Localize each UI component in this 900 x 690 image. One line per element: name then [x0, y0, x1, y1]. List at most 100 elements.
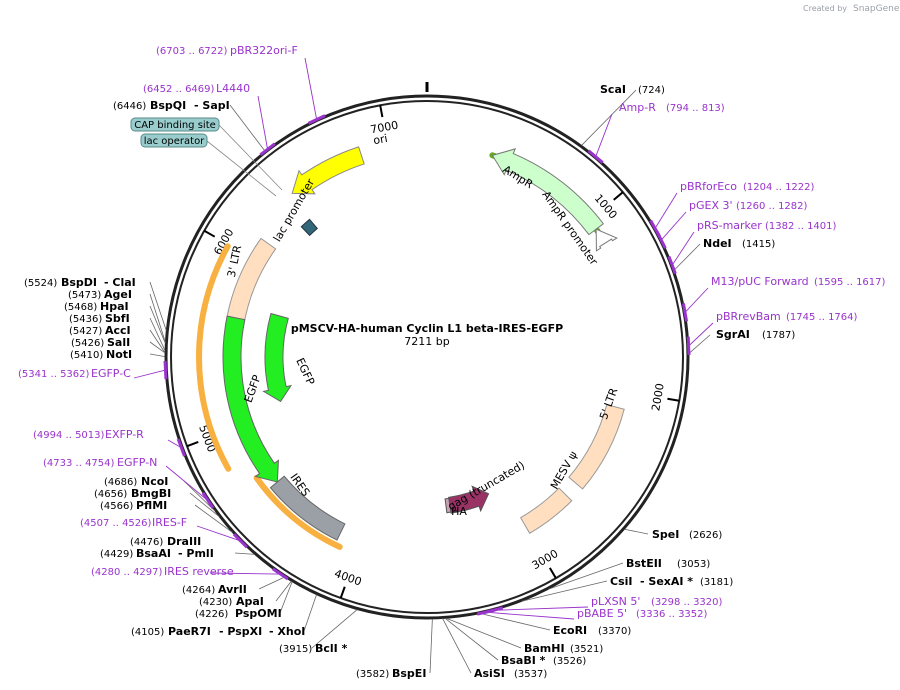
primer-m13-range: (1595 .. 1617) [814, 277, 886, 288]
enzyme-hpai-name: HpaI [100, 300, 129, 313]
primer-site-line [661, 211, 687, 241]
enzyme-noti-name: NotI [106, 348, 132, 361]
enzyme-bsabi-pos: (3526) [553, 656, 586, 667]
enzyme-acci-name: AccI [105, 324, 131, 337]
enzyme-bspdi-name: BspDI [61, 276, 97, 289]
enzyme-pflmi-pos: (4566) [100, 501, 133, 512]
ha-label: HA [451, 505, 467, 518]
egfp-outer-label: EGFP [242, 373, 264, 405]
enzyme-site-line [581, 89, 637, 146]
enzyme-site-line [149, 293, 166, 343]
enzyme-site-line [442, 618, 472, 674]
enzyme-spei-name: SpeI [652, 528, 679, 541]
enzyme-clai-name: - ClaI [104, 276, 136, 289]
enzyme-scai-pos: (724) [638, 85, 665, 96]
enzyme-xhoi-name: - XhoI [269, 625, 305, 638]
enzyme-pspxi-name: - PspXI [219, 625, 262, 638]
primer-site-line [595, 113, 613, 157]
enzyme-site-line [480, 613, 551, 631]
enzyme-site-line [149, 317, 166, 351]
primer-pbr322ori-name: pBR322ori-F [230, 44, 298, 57]
tick-mark [613, 191, 624, 201]
enzyme-bspei-name: BspEI [392, 667, 426, 680]
enzyme-paer7i-name: PaeR7I [168, 625, 211, 638]
enzyme-draiii-name: DraIII [167, 535, 201, 548]
enzyme-asisi-pos: (3537) [514, 669, 547, 680]
enzyme-acci-pos: (5427) [69, 326, 102, 337]
enzyme-apai-pos: (4230) [199, 597, 232, 608]
primer-binding-mark [587, 149, 604, 164]
enzyme-sali-pos: (5426) [71, 338, 104, 349]
primer-pbabe-range: (3336 .. 3352) [636, 609, 708, 620]
enzyme-draiii-pos: (4476) [130, 537, 163, 548]
primer-binding-mark [686, 336, 691, 356]
enzyme-site-line [149, 341, 166, 354]
tick-label: 4000 [333, 567, 364, 589]
primer-m13-name: M13/pUC Forward [711, 275, 809, 288]
enzyme-csii-name: CsiI [610, 575, 632, 588]
ires-box [269, 475, 346, 541]
lac-operator-leader [206, 140, 277, 197]
tick-label: 7000 [369, 118, 399, 136]
enzyme-sgrai-pos: (1787) [762, 330, 795, 341]
enzyme-site-line [194, 504, 233, 533]
map-title: pMSCV-HA-human Cyclin L1 beta-IRES-EGFP [291, 322, 563, 335]
egfp-inner-arrow [262, 312, 293, 403]
enzyme-sali-name: SalI [107, 336, 130, 349]
orf-arc-left [196, 243, 232, 472]
primer-l4440-range: (6452 .. 6469) [143, 84, 215, 95]
enzyme-site-line [521, 580, 608, 602]
enzyme-site-line [258, 576, 285, 590]
tick-label: 3000 [530, 547, 561, 572]
primer-site-line [493, 606, 589, 611]
ampr-arrow [491, 148, 605, 236]
enzyme-site-line [149, 329, 166, 353]
primer-pbrrevbam-name: pBRrevBam [716, 310, 781, 323]
primer-egfpc-range: (5341 .. 5362) [18, 369, 90, 380]
enzyme-site-line [446, 617, 522, 649]
tick-mark [339, 586, 346, 599]
enzyme-agei-name: AgeI [104, 288, 132, 301]
primer-pbabe-name: pBABE 5' [577, 607, 627, 620]
lac-operator-box [140, 133, 208, 148]
enzyme-bsaai-pos: (4429) [100, 549, 133, 560]
primer-site-line [654, 192, 678, 229]
enzyme-sbfi-pos: (5436) [69, 314, 102, 325]
enzyme-agei-pos: (5473) [68, 290, 101, 301]
primer-binding-mark [163, 360, 168, 380]
enzyme-pspomi-pos: (4226) [195, 609, 228, 620]
primer-prsmarker-range: (1382 .. 1401) [765, 221, 837, 232]
enzyme-site-line [311, 609, 358, 649]
ori-arrow [291, 146, 365, 195]
enzyme-bcli-pos: (3915) [279, 644, 312, 655]
lac-operator-mark [300, 218, 318, 237]
enzyme-bsaai-name: BsaAI [136, 547, 171, 560]
primer-binding-mark [201, 491, 215, 509]
enzyme-scai-name: ScaI [600, 83, 626, 96]
enzyme-csii-pos: (3181) [700, 577, 733, 588]
enzyme-site-line [229, 104, 266, 152]
primer-site-line [167, 439, 182, 448]
enzyme-ecori-pos: (3370) [598, 626, 631, 637]
primer-binding-mark [271, 567, 289, 581]
primer-pbrrevbam-range: (1745 .. 1764) [786, 312, 858, 323]
enzyme-bspqi-name: BspQI [150, 99, 186, 112]
primer-plxsn-name: pLXSN 5' [591, 595, 640, 608]
tick-mark [203, 229, 216, 238]
primer-site-line [196, 525, 241, 542]
enzyme-paer7i-pos: (4105) [131, 627, 164, 638]
primer-iresrev-range: (4280 .. 4297) [91, 567, 163, 578]
enzyme-sbfi-name: SbfI [105, 312, 130, 325]
primer-plxsn-range: (3298 .. 3320) [651, 597, 723, 608]
mesv-box [519, 487, 573, 534]
enzyme-asisi-name: AsiSI [474, 667, 505, 680]
site-line-group [133, 57, 714, 674]
primer-binding-mark [681, 303, 689, 322]
enzyme-site-line [149, 281, 167, 331]
cap-site-box [130, 117, 220, 132]
enzyme-bmgbi-name: BmgBI [131, 487, 171, 500]
enzyme-site-line [624, 528, 649, 535]
enzyme-bsteii-name: BstEII [626, 557, 662, 570]
primer-pgex3-range: (1260 .. 1282) [736, 201, 808, 212]
map-size: 7211 bp [404, 335, 449, 348]
